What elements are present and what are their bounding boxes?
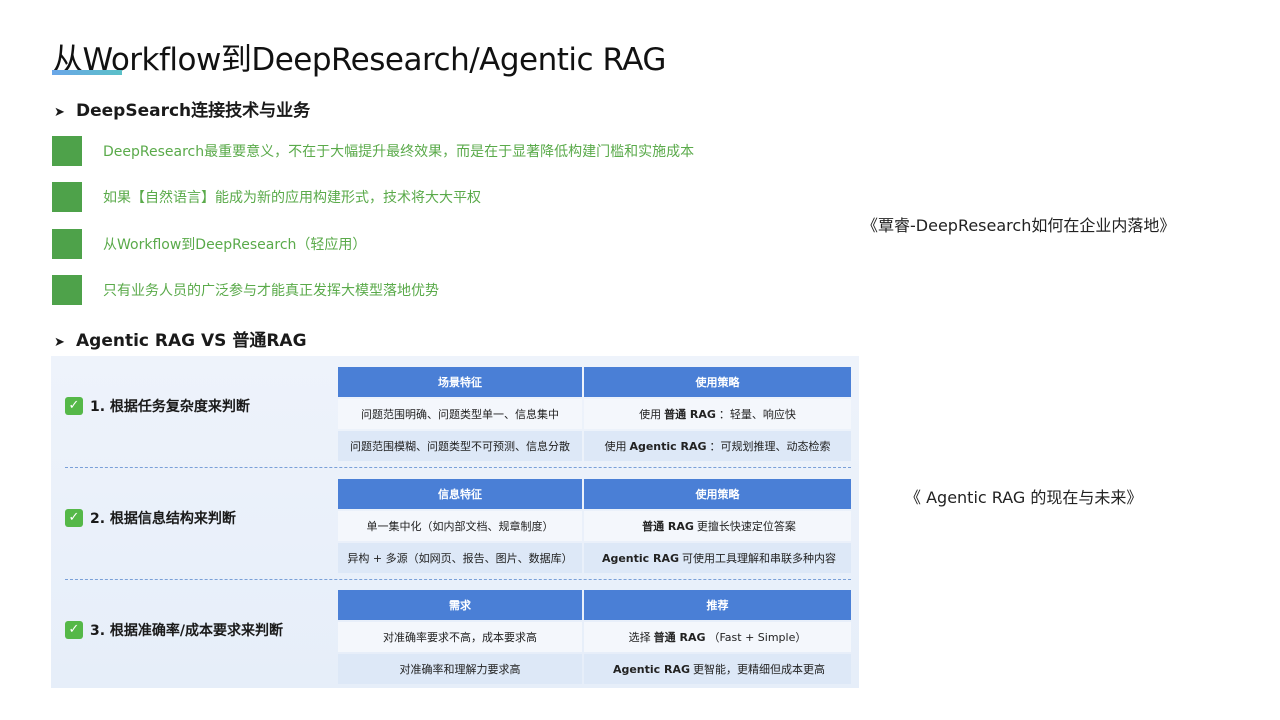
bullet-text: 从Workflow到DeepResearch（轻应用） (103, 237, 367, 253)
block-label: ✓ 1. 根据任务复杂度来判断 (65, 396, 250, 416)
table-cell: 对准确率和理解力要求高 (338, 654, 582, 684)
bullet-text: 如果【自然语言】能成为新的应用构建形式，技术将大大平权 (103, 190, 481, 206)
check-icon: ✓ (65, 621, 83, 639)
table-row: 对准确率要求不高，成本要求高 选择普通 RAG（Fast + Simple） (338, 622, 851, 652)
green-square-icon (52, 182, 82, 212)
table-cell: 异构 + 多源（如网页、报告、图片、数据库） (338, 543, 582, 573)
table-cell: 选择普通 RAG（Fast + Simple） (584, 622, 851, 652)
section-heading-deepsearch: ➤ DeepSearch连接技术与业务 (54, 96, 310, 121)
list-item: 只有业务人员的广泛参与才能真正发挥大模型落地优势 (52, 275, 439, 305)
reference-citation-2: 《 Agentic RAG 的现在与未来》 (905, 488, 1143, 507)
table-row: 问题范围明确、问题类型单一、信息集中 使用普通 RAG：轻量、响应快 (338, 399, 851, 429)
bullet-text: DeepResearch最重要意义，不在于大幅提升最终效果，而是在于显著降低构建… (103, 144, 695, 160)
table-cell: 对准确率要求不高，成本要求高 (338, 622, 582, 652)
table-header-row: 需求 推荐 (338, 590, 851, 620)
list-item: 如果【自然语言】能成为新的应用构建形式，技术将大大平权 (52, 182, 481, 212)
comparison-panel: ✓ 1. 根据任务复杂度来判断 场景特征 使用策略 问题范围明确、问题类型单一、… (51, 356, 859, 688)
arrow-bullet-icon: ➤ (54, 105, 65, 120)
green-square-icon (52, 275, 82, 305)
list-item: DeepResearch最重要意义，不在于大幅提升最终效果，而是在于显著降低构建… (52, 136, 694, 166)
header-cell: 信息特征 (338, 479, 582, 509)
check-icon: ✓ (65, 509, 83, 527)
header-cell: 使用策略 (584, 367, 851, 397)
title-underline (52, 70, 122, 75)
block-label: ✓ 2. 根据信息结构来判断 (65, 508, 236, 528)
block-label-text: 1. 根据任务复杂度来判断 (90, 399, 250, 415)
table-header-row: 场景特征 使用策略 (338, 367, 851, 397)
table-cell: 使用普通 RAG：轻量、响应快 (584, 399, 851, 429)
block-label-text: 3. 根据准确率/成本要求来判断 (90, 623, 284, 639)
green-square-icon (52, 136, 82, 166)
header-cell: 场景特征 (338, 367, 582, 397)
table-cell: 单一集中化（如内部文档、规章制度） (338, 511, 582, 541)
table-cell: 问题范围明确、问题类型单一、信息集中 (338, 399, 582, 429)
comparison-table: 需求 推荐 对准确率要求不高，成本要求高 选择普通 RAG（Fast + Sim… (338, 590, 851, 686)
list-item: 从Workflow到DeepResearch（轻应用） (52, 229, 366, 259)
table-header-row: 信息特征 使用策略 (338, 479, 851, 509)
bullet-text: 只有业务人员的广泛参与才能真正发挥大模型落地优势 (103, 283, 439, 299)
block-label: ✓ 3. 根据准确率/成本要求来判断 (65, 620, 283, 640)
section-heading-text: DeepSearch连接技术与业务 (76, 101, 311, 121)
section-heading-text: Agentic RAG VS 普通RAG (76, 331, 307, 351)
header-cell: 推荐 (584, 590, 851, 620)
reference-citation-1: 《覃睿-DeepResearch如何在企业内落地》 (862, 216, 1176, 235)
dashed-divider (65, 467, 851, 468)
block-label-text: 2. 根据信息结构来判断 (90, 511, 236, 527)
check-icon: ✓ (65, 397, 83, 415)
header-cell: 需求 (338, 590, 582, 620)
table-cell: 问题范围模糊、问题类型不可预测、信息分散 (338, 431, 582, 461)
comparison-table: 场景特征 使用策略 问题范围明确、问题类型单一、信息集中 使用普通 RAG：轻量… (338, 367, 851, 463)
green-square-icon (52, 229, 82, 259)
page-title: 从Workflow到DeepResearch/Agentic RAG (52, 42, 666, 78)
dashed-divider (65, 579, 851, 580)
arrow-bullet-icon: ➤ (54, 335, 65, 350)
header-cell: 使用策略 (584, 479, 851, 509)
section-heading-agentic-rag: ➤ Agentic RAG VS 普通RAG (54, 326, 307, 351)
